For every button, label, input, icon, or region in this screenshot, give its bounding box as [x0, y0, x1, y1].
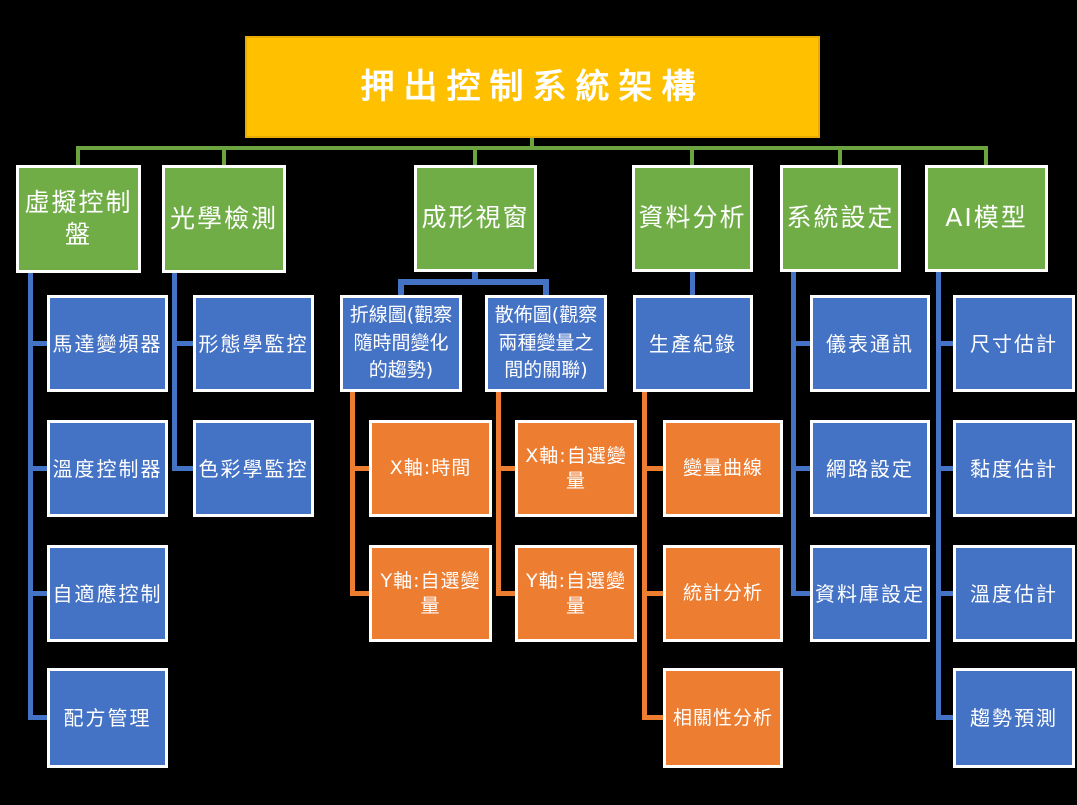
connector-branch-drop: [838, 150, 842, 165]
node-temperature-controller: 溫度控制器: [47, 420, 168, 517]
connector-linechart-stub: [350, 466, 369, 471]
connector-col5-stub: [791, 341, 810, 346]
connector-col5-stub: [791, 466, 810, 471]
node-temperature-estimation: 溫度估計: [953, 545, 1075, 642]
connector-col2-stub: [172, 341, 193, 346]
node-correlation-analysis: 相關性分析: [663, 668, 783, 768]
connector-production-stub: [642, 466, 663, 471]
branch-ai-model: AI模型: [925, 165, 1048, 272]
connector-col1-stub: [28, 341, 47, 346]
connector-branch-drop: [222, 150, 226, 165]
node-x-axis-variable-scatter: X軸:自選變量: [515, 420, 637, 517]
branch-forming-window: 成形視窗: [414, 165, 537, 272]
node-trend-prediction: 趨勢預測: [953, 668, 1075, 768]
node-size-estimation: 尺寸估計: [953, 295, 1075, 392]
node-adaptive-control: 自適應控制: [47, 545, 168, 642]
connector-col3-drop-left: [398, 283, 404, 295]
branch-optical-inspection: 光學檢測: [162, 165, 286, 273]
connector-title-drop: [530, 138, 534, 148]
connector-production-spine: [642, 392, 647, 719]
connector-production-stub: [642, 715, 663, 720]
connector-linechart-spine: [350, 392, 355, 596]
connector-col6-spine: [936, 272, 941, 720]
connector-linechart-stub: [350, 591, 369, 596]
connector-col5-stub: [791, 591, 810, 596]
connector-scatter-spine: [496, 392, 501, 596]
connector-branch-drop: [76, 150, 80, 165]
node-statistical-analysis: 統計分析: [663, 545, 783, 642]
node-database-settings: 資料庫設定: [810, 545, 930, 642]
diagram-title-box: 押出控制系統架構: [245, 36, 820, 138]
connector-col6-stub: [936, 341, 953, 346]
connector-col1-stub: [28, 591, 47, 596]
node-morphology-monitoring: 形態學監控: [193, 295, 314, 392]
connector-col1-spine: [28, 272, 33, 720]
node-scatter-chart: 散佈圖(觀察兩種變量之間的關聯): [485, 295, 607, 392]
node-recipe-management: 配方管理: [47, 668, 168, 768]
node-instrument-communication: 儀表通訊: [810, 295, 930, 392]
connector-col1-stub: [28, 715, 47, 720]
connector-branch-rail: [76, 146, 988, 150]
connector-col1-stub: [28, 466, 47, 471]
connector-production-stub: [642, 591, 663, 596]
connector-col3-rail: [398, 279, 549, 285]
connector-scatter-stub: [496, 591, 515, 596]
connector-col5-spine: [791, 272, 796, 596]
connector-col3-drop-right: [543, 283, 549, 295]
node-network-settings: 網路設定: [810, 420, 930, 517]
node-y-axis-variable-scatter: Y軸:自選變量: [515, 545, 637, 642]
connector-branch-drop: [984, 150, 988, 165]
node-y-axis-variable-line: Y軸:自選變量: [369, 545, 492, 642]
node-production-record: 生產紀錄: [633, 295, 753, 392]
connector-col4-drop: [690, 272, 695, 295]
connector-col6-stub: [936, 466, 953, 471]
connector-col6-stub: [936, 715, 953, 720]
connector-scatter-stub: [496, 466, 515, 471]
node-colorimetry-monitoring: 色彩學監控: [193, 420, 314, 517]
connector-col6-stub: [936, 591, 953, 596]
branch-data-analysis: 資料分析: [632, 165, 753, 272]
connector-col3-drop: [472, 270, 478, 281]
node-x-axis-time: X軸:時間: [369, 420, 492, 517]
connector-col2-spine: [172, 272, 177, 471]
connector-col2-stub: [172, 466, 193, 471]
node-variable-curve: 變量曲線: [663, 420, 783, 517]
connector-branch-drop: [690, 150, 694, 165]
node-viscosity-estimation: 黏度估計: [953, 420, 1075, 517]
branch-virtual-control-panel: 虛擬控制盤: [16, 165, 141, 273]
node-motor-inverter: 馬達變頻器: [47, 295, 168, 392]
branch-system-settings: 系統設定: [780, 165, 901, 272]
node-line-chart: 折線圖(觀察隨時間變化的趨勢): [340, 295, 462, 392]
connector-branch-drop: [473, 150, 477, 165]
